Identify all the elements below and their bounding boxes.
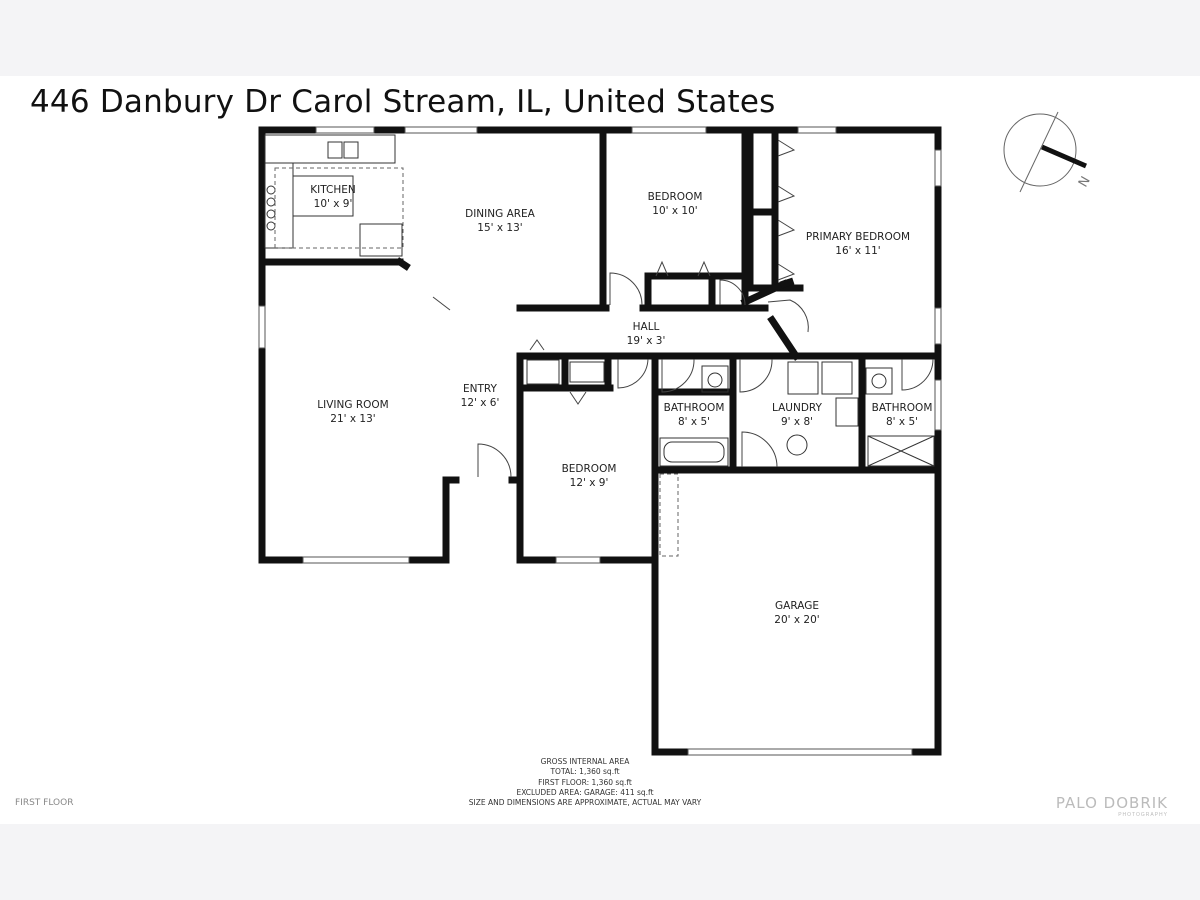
area-excluded: EXCLUDED AREA: GARAGE: 411 sq.ft — [516, 788, 653, 797]
primary-bedroom-dims: 16' x 11' — [835, 245, 880, 257]
compass-label: N — [1076, 174, 1094, 190]
area-heading: GROSS INTERNAL AREA — [541, 757, 631, 766]
compass-icon: N — [1003, 111, 1094, 193]
bathroom1-name: BATHROOM — [664, 402, 725, 414]
hall-name: HALL — [633, 321, 660, 333]
bedroom2-dims: 12' x 9' — [570, 477, 609, 489]
plumbing-fixtures — [526, 359, 935, 557]
laundry-name: LAUNDRY — [772, 402, 823, 414]
bathroom2-dims: 8' x 5' — [886, 416, 918, 428]
area-first-floor: FIRST FLOOR: 1,360 sq.ft — [538, 778, 632, 787]
property-address: 446 Danbury Dr Carol Stream, IL, United … — [30, 84, 776, 120]
garage-dims: 20' x 20' — [774, 614, 819, 626]
floor-label: FIRST FLOOR — [15, 798, 74, 808]
windows — [258, 126, 942, 756]
entry-dims: 12' x 6' — [461, 397, 500, 409]
bedroom2-name: BEDROOM — [562, 463, 617, 475]
laundry-dims: 9' x 8' — [781, 416, 813, 428]
bedroom1-dims: 10' x 10' — [652, 205, 697, 217]
dining-name: DINING AREA — [465, 208, 536, 220]
bathroom2-name: BATHROOM — [872, 402, 933, 414]
room-labels: KITCHEN 10' x 9' DINING AREA 15' x 13' B… — [310, 184, 932, 626]
garage-name: GARAGE — [775, 600, 819, 612]
dining-dims: 15' x 13' — [477, 222, 522, 234]
area-summary: GROSS INTERNAL AREA TOTAL: 1,360 sq.ft F… — [469, 757, 702, 807]
door-swings — [432, 272, 934, 478]
living-room-name: LIVING ROOM — [317, 399, 388, 411]
hall-dims: 19' x 3' — [627, 335, 666, 347]
primary-bedroom-name: PRIMARY BEDROOM — [806, 231, 910, 243]
kitchen-dims: 10' x 9' — [314, 198, 353, 210]
area-disclaimer: SIZE AND DIMENSIONS ARE APPROXIMATE, ACT… — [469, 798, 702, 807]
bathroom1-dims: 8' x 5' — [678, 416, 710, 428]
walls — [258, 126, 942, 756]
bedroom1-name: BEDROOM — [648, 191, 703, 203]
kitchen-name: KITCHEN — [310, 184, 356, 196]
entry-name: ENTRY — [463, 383, 498, 395]
area-total: TOTAL: 1,360 sq.ft — [549, 767, 619, 776]
closet-doors — [655, 139, 796, 281]
kitchen-fixtures — [264, 134, 404, 257]
brand-subtitle: PHOTOGRAPHY — [1118, 812, 1168, 818]
brand-logo: PALO DOBRIK — [1055, 794, 1168, 812]
living-room-dims: 21' x 13' — [330, 413, 375, 425]
